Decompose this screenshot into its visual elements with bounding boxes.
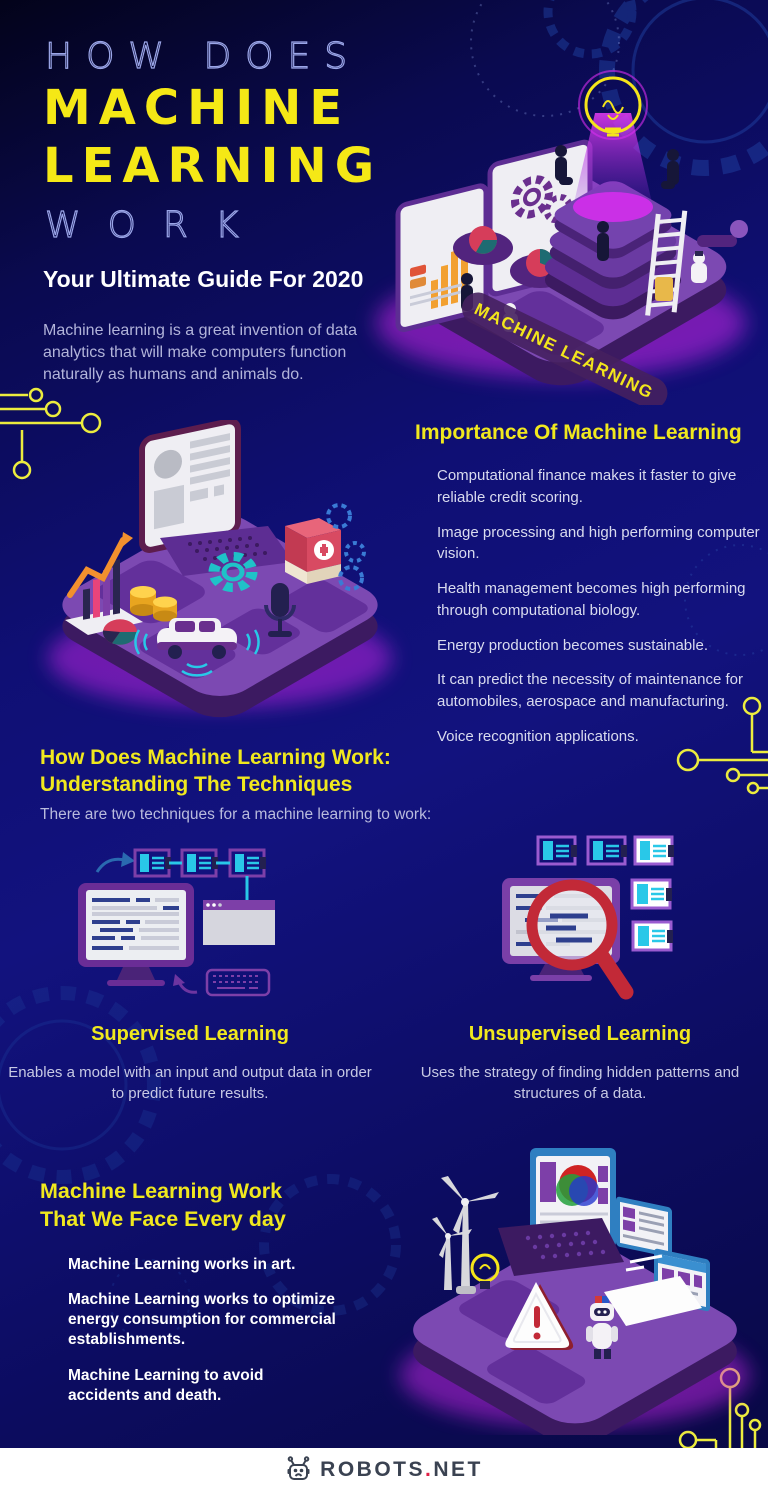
list-item: Image processing and high performing com… bbox=[437, 523, 760, 563]
unsupervised-illustration bbox=[502, 835, 674, 1000]
list-item: Machine Learning to avoid accidents and … bbox=[68, 1366, 264, 1404]
title-work: WORK bbox=[44, 204, 266, 246]
robot-head-icon bbox=[287, 1456, 310, 1480]
microphone-icon bbox=[264, 583, 296, 637]
brand-dot: . bbox=[425, 1457, 434, 1481]
dotted-arc-decor bbox=[470, 0, 620, 117]
everyday-list: Machine Learning works in art. Machine L… bbox=[68, 1255, 336, 1421]
side-monitors bbox=[604, 1196, 710, 1326]
robot-icon bbox=[586, 1289, 646, 1359]
unsupervised-description: Uses the strategy of finding hidden patt… bbox=[420, 1063, 740, 1103]
list-item: It can predict the necessity of maintena… bbox=[437, 671, 743, 710]
curved-arrow-icon bbox=[173, 974, 198, 994]
hospital-building bbox=[285, 503, 366, 591]
list-item: Machine Learning works to optimize energ… bbox=[68, 1291, 336, 1349]
light-beam bbox=[573, 113, 653, 207]
color-laptop bbox=[498, 1148, 624, 1276]
gear-outline-decor bbox=[599, 0, 768, 176]
title-how-does: HOW DOES bbox=[44, 35, 362, 77]
list-item: Health management becomes high performin… bbox=[437, 580, 746, 619]
everyday-illustration bbox=[400, 1148, 750, 1435]
supervised-illustration bbox=[78, 848, 275, 997]
gear-icon bbox=[208, 551, 258, 593]
light-bulb-icon bbox=[470, 1253, 500, 1289]
techniques-heading: How Does Machine Learning Work: Understa… bbox=[40, 746, 391, 796]
everyday-heading: Machine Learning Work That We Face Every… bbox=[40, 1179, 286, 1231]
data-nodes bbox=[536, 835, 674, 952]
intro-paragraph: Machine learning is a great invention of… bbox=[43, 322, 357, 384]
list-item: Energy production becomes sustainable. bbox=[437, 636, 708, 654]
magnifying-glass-icon bbox=[526, 879, 634, 1000]
unsupervised-heading: Unsupervised Learning bbox=[468, 1023, 692, 1045]
curved-arrow-icon bbox=[95, 852, 135, 873]
circuit-decor-left bbox=[0, 387, 102, 480]
unsupervised-column: Unsupervised Learning Uses the strategy … bbox=[396, 1022, 764, 1105]
importance-list: Computational finance makes it faster to… bbox=[437, 465, 768, 761]
list-item: Computational finance makes it faster to… bbox=[437, 467, 737, 506]
tablet bbox=[604, 1276, 702, 1326]
importance-heading: Importance Of Machine Learning bbox=[415, 421, 742, 444]
title-machine: MACHINE bbox=[43, 80, 351, 136]
supervised-column: Supervised Learning Enables a model with… bbox=[6, 1022, 374, 1105]
monitor bbox=[78, 883, 194, 986]
hero-illustration: MACHINE LEARNING bbox=[376, 70, 748, 405]
autonomous-car bbox=[134, 618, 260, 677]
supervised-heading: Supervised Learning bbox=[91, 1023, 289, 1045]
title-learning: LEARNING bbox=[43, 138, 383, 194]
warning-triangle-icon bbox=[505, 1282, 574, 1350]
coins bbox=[130, 586, 177, 622]
light-bulb-icon bbox=[578, 70, 648, 140]
applications-illustration bbox=[48, 420, 392, 718]
list-item: Voice recognition applications. bbox=[437, 727, 639, 745]
footer: ROBOTS.NET bbox=[0, 1448, 768, 1491]
keyboard-icon bbox=[205, 968, 271, 997]
gear-outline-decor bbox=[0, 986, 161, 1184]
page-subtitle: Your Ultimate Guide For 2020 bbox=[43, 266, 364, 292]
pie-chart bbox=[102, 619, 137, 645]
wind-turbine-icon bbox=[432, 1176, 499, 1294]
supervised-description: Enables a model with an input and output… bbox=[8, 1063, 372, 1103]
circuit-decor-right bbox=[676, 696, 768, 795]
window-panel bbox=[203, 900, 275, 945]
bar-chart bbox=[65, 532, 143, 635]
footer-brand: ROBOTS.NET bbox=[320, 1457, 483, 1481]
techniques-lead: There are two techniques for a machine l… bbox=[40, 806, 432, 823]
laptop bbox=[139, 420, 293, 576]
data-nodes bbox=[133, 848, 266, 900]
list-item: Machine Learning works in art. bbox=[68, 1256, 296, 1273]
